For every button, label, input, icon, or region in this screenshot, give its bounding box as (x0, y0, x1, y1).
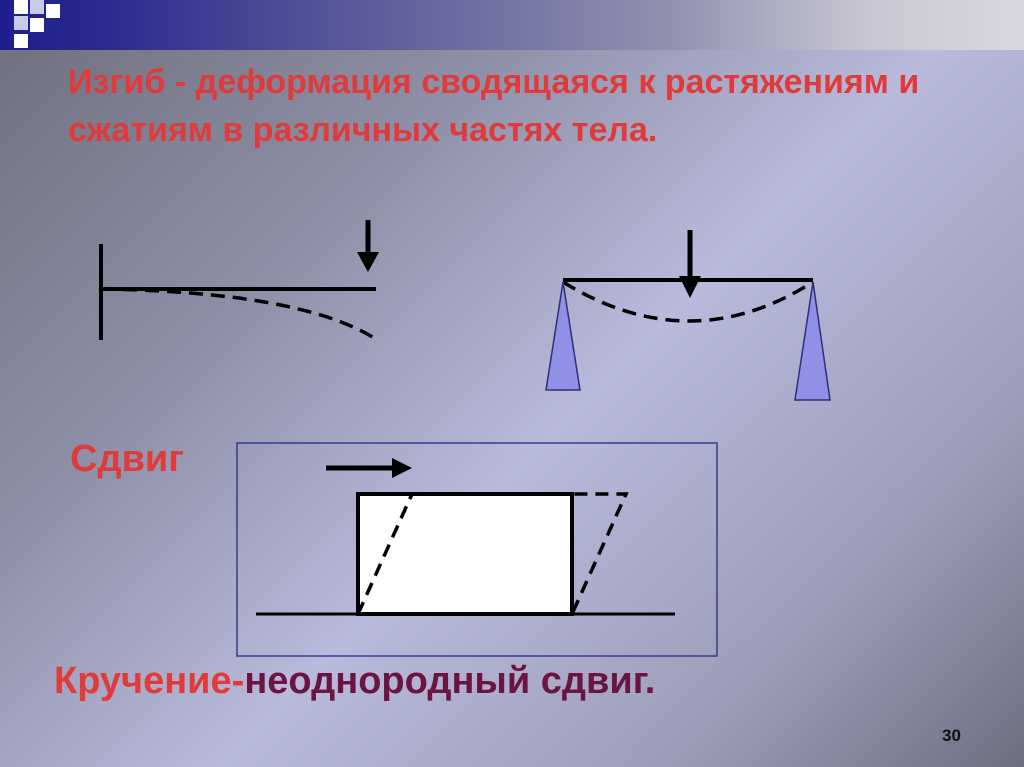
torsion-rest: неоднородный сдвиг. (244, 660, 656, 702)
shear-label: Сдвиг (70, 438, 185, 480)
deflection-curve (562, 280, 814, 323)
torsion-caption: Кручение-неоднородный сдвиг. (54, 660, 655, 703)
force-arrow-head (679, 276, 701, 298)
shear-arrow-head (392, 458, 412, 478)
force-arrow-head (357, 252, 379, 272)
shear-diagram (236, 442, 718, 657)
top-banner (0, 0, 1024, 50)
slide-title: Изгиб - деформация сводящаяся к растяжен… (68, 63, 920, 149)
left-support (545, 281, 581, 391)
right-support (794, 281, 831, 401)
page-number: 30 (942, 726, 961, 745)
undeformed-block (356, 492, 574, 616)
shear-frame (236, 442, 718, 657)
deflection-curve (100, 287, 375, 340)
deformed-block-outline (356, 492, 629, 615)
simply-supported-beam-diagram (545, 230, 831, 401)
torsion-prefix: Кручение- (54, 660, 245, 702)
cantilever-beam-diagram (99, 220, 379, 340)
